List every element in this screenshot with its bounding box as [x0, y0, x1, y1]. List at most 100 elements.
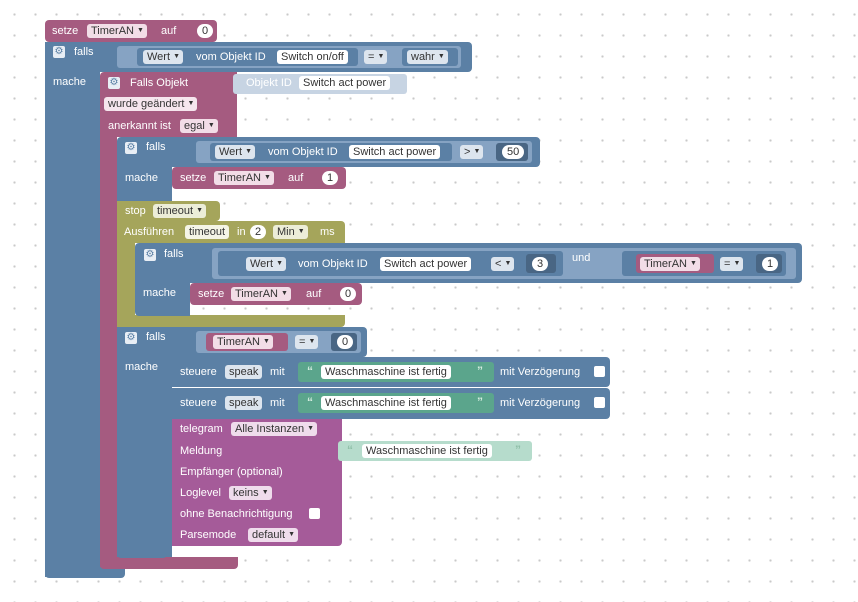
gear-icon[interactable]: ⚙	[144, 249, 156, 261]
var-dropdown[interactable]: TimerAN▼	[87, 24, 147, 38]
instances-dropdown[interactable]: Alle Instanzen▼	[231, 422, 318, 436]
var-name: TimerAN	[644, 258, 687, 270]
mache-label: mache	[125, 361, 159, 373]
in-label: in	[237, 226, 246, 238]
delay-checkbox[interactable]	[594, 366, 605, 377]
stop-label: stop	[125, 205, 146, 217]
dropdown-arrow-icon: ▼	[307, 425, 315, 432]
meldung-text-field[interactable]: Waschmaschine ist fertig	[362, 444, 492, 458]
gear-icon[interactable]: ⚙	[53, 46, 65, 58]
ohne-checkbox[interactable]	[309, 508, 320, 519]
operator-text: <	[495, 258, 502, 270]
ohne-label: ohne Benachrichtigung	[180, 508, 293, 520]
operator-dropdown[interactable]: =▼	[364, 50, 388, 64]
trigger-body-rail	[100, 137, 117, 567]
wert-dropdown[interactable]: Wert▼	[246, 257, 287, 271]
und-label: und	[572, 252, 591, 264]
auf-label: auf	[306, 288, 322, 300]
trigger-object-field[interactable]: Switch act power	[299, 76, 391, 90]
timeout-name-field[interactable]: timeout	[185, 225, 230, 239]
dropdown-arrow-icon: ▼	[308, 338, 316, 345]
dropdown-arrow-icon: ▼	[207, 122, 215, 129]
var-dropdown[interactable]: TimerAN▼	[214, 171, 274, 185]
dropdown-arrow-icon: ▼	[137, 27, 144, 34]
delay-label: mit Verzögerung	[500, 366, 581, 378]
quote-open-icon: “	[307, 395, 313, 409]
if-block-1-body-rail	[45, 72, 100, 577]
quote-close-icon: ”	[477, 395, 483, 409]
speak-state-field[interactable]: speak	[225, 365, 263, 379]
dropdown-arrow-icon: ▼	[245, 148, 253, 155]
auf-label: auf	[161, 25, 177, 37]
wert-dropdown[interactable]: Wert▼	[215, 145, 256, 159]
number-field[interactable]: 50	[502, 145, 525, 159]
dropdown-arrow-icon: ▼	[504, 260, 512, 267]
operator-text: >	[464, 146, 471, 158]
operator-dropdown[interactable]: =▼	[295, 335, 319, 349]
mache-label: mache	[125, 172, 159, 184]
gear-icon[interactable]: ⚙	[108, 77, 120, 89]
dropdown-arrow-icon: ▼	[690, 260, 697, 267]
text-field[interactable]: Waschmaschine ist fertig	[321, 365, 451, 379]
egal-dropdown[interactable]: egal▼	[180, 119, 218, 133]
telegram-block[interactable]	[172, 419, 342, 546]
falls-objekt-label: Falls Objekt	[130, 77, 189, 89]
dropdown-arrow-icon: ▼	[733, 260, 741, 267]
speak-state-field[interactable]: speak	[225, 396, 263, 410]
dropdown-arrow-icon: ▼	[288, 531, 296, 538]
falls-label: falls	[146, 141, 166, 153]
operator-dropdown[interactable]: >▼	[460, 145, 484, 159]
quote-close-icon: ”	[515, 443, 521, 457]
meldung-label: Meldung	[180, 445, 223, 457]
gear-icon[interactable]: ⚙	[125, 332, 137, 344]
setze-block[interactable]: setze TimerAN▼ auf 0	[45, 20, 217, 42]
var-dropdown[interactable]: TimerAN▼	[213, 335, 273, 349]
falls-label: falls	[146, 331, 166, 343]
wurde-dropdown[interactable]: wurde geändert▼	[104, 97, 198, 111]
operator-dropdown[interactable]: =▼	[720, 257, 744, 271]
text-field[interactable]: Waschmaschine ist fertig	[321, 396, 451, 410]
unit-dropdown[interactable]: Min▼	[273, 225, 308, 239]
value-field[interactable]: 0	[197, 24, 214, 38]
auf-label: auf	[288, 172, 304, 184]
number-field[interactable]: 3	[532, 257, 549, 271]
mache-label: mache	[53, 76, 87, 88]
var-dropdown[interactable]: TimerAN▼	[640, 257, 700, 271]
mit-label: mit	[270, 397, 285, 409]
bool-text: wahr	[411, 51, 435, 63]
object-id-field[interactable]: Switch on/off	[277, 50, 348, 64]
setze-label: setze	[52, 25, 79, 37]
var-dropdown[interactable]: TimerAN▼	[231, 287, 291, 301]
value-field[interactable]: 1	[322, 171, 339, 185]
value-field[interactable]: 0	[340, 287, 357, 301]
if-block-3-rail	[135, 283, 190, 316]
anerkannt-label: anerkannt ist	[108, 120, 171, 132]
dropdown-arrow-icon: ▼	[473, 148, 481, 155]
wert-dropdown[interactable]: Wert▼	[143, 50, 184, 64]
bool-dropdown[interactable]: wahr▼	[407, 50, 448, 64]
number-field[interactable]: 1	[762, 257, 779, 271]
duration-field[interactable]: 2	[250, 225, 267, 239]
parsemode-dropdown[interactable]: default▼	[248, 528, 299, 542]
number-field[interactable]: 0	[337, 335, 354, 349]
dropdown-arrow-icon: ▼	[264, 174, 271, 181]
gear-icon[interactable]: ⚙	[125, 142, 137, 154]
delay-checkbox[interactable]	[594, 397, 605, 408]
dropdown-arrow-icon: ▼	[297, 228, 305, 235]
objekt-id-label: Objekt ID	[246, 77, 292, 89]
timeout-rail	[117, 243, 135, 323]
operator-dropdown[interactable]: <▼	[491, 257, 515, 271]
object-id-field[interactable]: Switch act power	[380, 257, 472, 271]
unit-text: Min	[277, 226, 295, 238]
loglevel-dropdown[interactable]: keins▼	[229, 486, 272, 500]
dropdown-arrow-icon: ▼	[281, 290, 288, 297]
setze-label: setze	[198, 288, 225, 300]
operator-text: =	[724, 258, 731, 270]
if-block-2-rail	[117, 167, 172, 201]
timeout-footer	[117, 315, 345, 327]
var-name: TimerAN	[91, 25, 134, 37]
object-id-field[interactable]: Switch act power	[349, 145, 441, 159]
dropdown-arrow-icon: ▼	[173, 53, 181, 60]
timeout-dropdown[interactable]: timeout▼	[153, 204, 207, 218]
timeout-text: timeout	[157, 205, 194, 217]
